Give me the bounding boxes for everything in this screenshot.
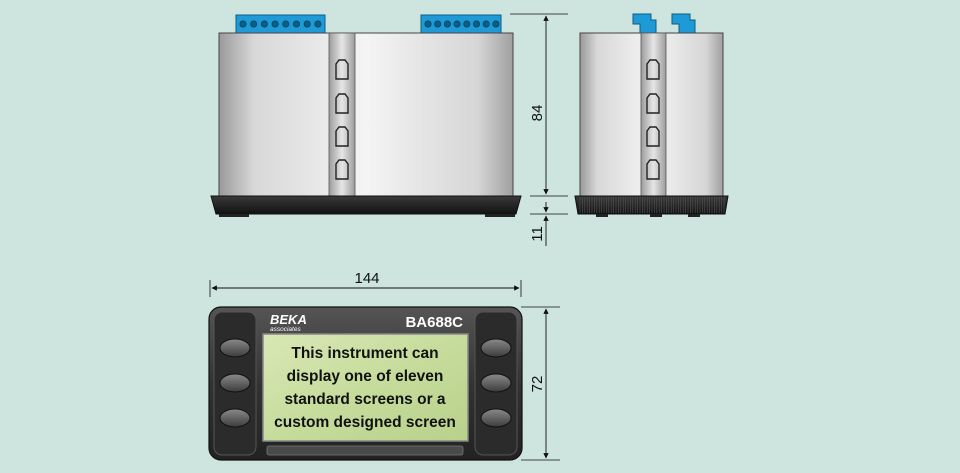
front-view: BEKA associates BA688C This instrument c… bbox=[208, 306, 523, 461]
front-push-button[interactable] bbox=[480, 373, 512, 393]
mounting-clip bbox=[335, 126, 349, 147]
terminal-screw bbox=[239, 20, 247, 28]
terminal-screw bbox=[292, 20, 300, 28]
mounting-clip bbox=[646, 59, 660, 80]
screen-line: display one of eleven bbox=[287, 368, 444, 385]
terminal-screw bbox=[260, 20, 268, 28]
mounting-clip bbox=[335, 159, 349, 180]
terminal-screw bbox=[472, 20, 480, 28]
mounting-clip bbox=[335, 59, 349, 80]
terminal-screw bbox=[482, 20, 490, 28]
terminal-block-right bbox=[420, 14, 502, 34]
dimension-bezel: 11 bbox=[529, 202, 568, 246]
side-view-clip-strip bbox=[328, 32, 356, 197]
dimension-front-height: 72 bbox=[521, 306, 560, 461]
mounting-clip bbox=[646, 126, 660, 147]
brand-logo: BEKA associates bbox=[270, 312, 307, 333]
brand-sub: associates bbox=[270, 326, 301, 333]
screen-line: custom designed screen bbox=[274, 414, 456, 431]
terminal-screw bbox=[282, 20, 290, 28]
terminal-plug-right bbox=[671, 13, 696, 34]
bezel-label: 11 bbox=[529, 226, 546, 242]
front-push-button[interactable] bbox=[480, 338, 512, 358]
end-view-bezel bbox=[574, 195, 729, 215]
lcd-screen bbox=[262, 333, 469, 442]
front-push-button[interactable] bbox=[219, 338, 251, 358]
front-height-label: 72 bbox=[529, 376, 546, 393]
dimension-width: 144 bbox=[209, 270, 522, 297]
terminal-screw bbox=[314, 20, 322, 28]
mounting-clip bbox=[646, 93, 660, 114]
side-view-housing bbox=[218, 32, 514, 197]
label-slot bbox=[266, 445, 464, 456]
terminal-screw bbox=[303, 20, 311, 28]
mounting-clip bbox=[335, 93, 349, 114]
front-push-button[interactable] bbox=[219, 373, 251, 393]
terminal-screw bbox=[463, 20, 471, 28]
terminal-screw bbox=[434, 20, 442, 28]
terminal-block-left bbox=[235, 14, 326, 34]
front-push-button[interactable] bbox=[480, 408, 512, 428]
terminal-screw bbox=[443, 20, 451, 28]
width-label: 144 bbox=[354, 270, 379, 287]
terminal-plug-left bbox=[632, 13, 657, 34]
screen-line: standard screens or a bbox=[284, 391, 445, 408]
terminal-screw bbox=[492, 20, 500, 28]
height-label: 84 bbox=[529, 105, 546, 122]
terminal-screw bbox=[424, 20, 432, 28]
terminal-screw bbox=[271, 20, 279, 28]
front-push-button[interactable] bbox=[219, 408, 251, 428]
dimension-height: 84 bbox=[510, 13, 568, 197]
brand-name: BEKA bbox=[270, 312, 307, 327]
lcd-text: This instrument can display one of eleve… bbox=[274, 345, 456, 431]
model-label: BA688C bbox=[405, 314, 463, 331]
mounting-clip bbox=[646, 159, 660, 180]
terminal-screw bbox=[453, 20, 461, 28]
side-view-bezel bbox=[210, 195, 522, 215]
terminal-screw bbox=[250, 20, 258, 28]
side-view bbox=[210, 14, 522, 217]
end-view bbox=[574, 13, 729, 217]
end-view-clip-strip bbox=[640, 32, 667, 197]
screen-line: This instrument can bbox=[291, 345, 438, 362]
